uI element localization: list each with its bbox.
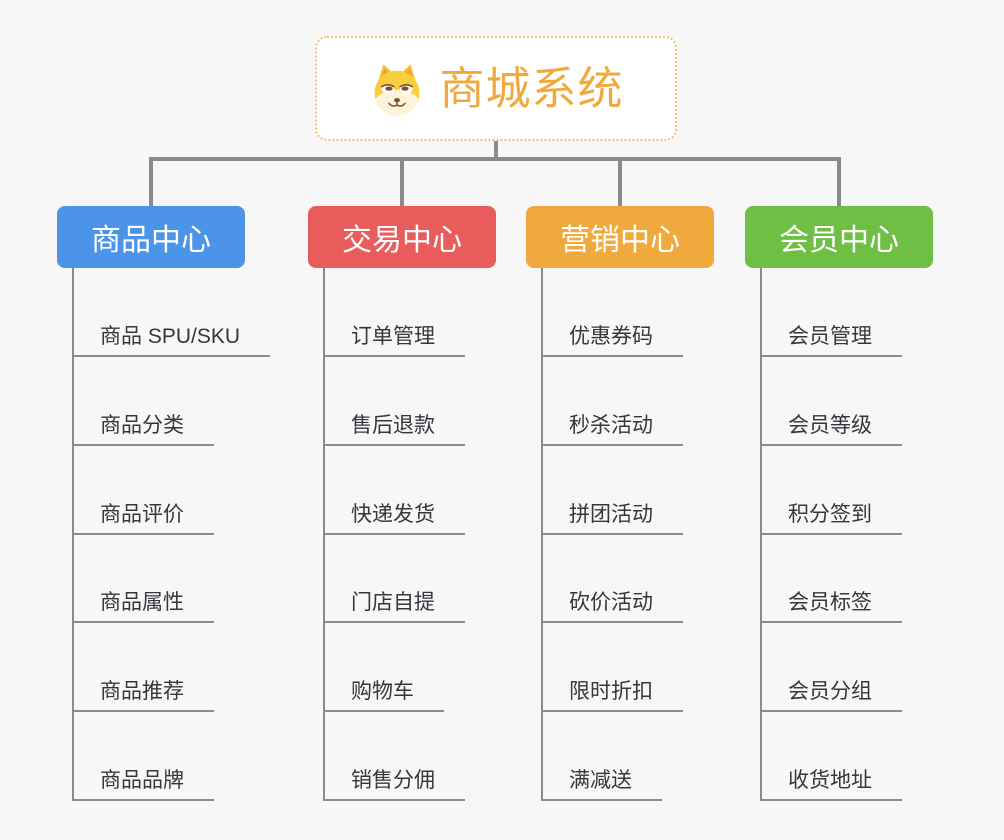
leaf-topic[interactable]: 售后退款 [323, 415, 465, 446]
leaf-topic[interactable]: 满减送 [541, 770, 662, 801]
branch-marketing-center: 营销中心 优惠券码 秒杀活动 拼团活动 砍价活动 限时折扣 满减送 [526, 206, 714, 806]
leaf-topic[interactable]: 门店自提 [323, 592, 465, 623]
branch-topic-trade-center[interactable]: 交易中心 [308, 206, 496, 268]
leaf-topic[interactable]: 会员标签 [760, 592, 902, 623]
leaf-topic[interactable]: 订单管理 [323, 326, 465, 357]
leaf-topic[interactable]: 购物车 [323, 681, 444, 712]
leaf-topic[interactable]: 限时折扣 [541, 681, 683, 712]
leaf-topic[interactable]: 商品属性 [72, 592, 214, 623]
connector-drop-marketing [618, 158, 622, 207]
leaf-topic[interactable]: 商品推荐 [72, 681, 214, 712]
connector-rail [149, 157, 841, 161]
branch-member-center: 会员中心 会员管理 会员等级 积分签到 会员标签 会员分组 收货地址 [745, 206, 933, 806]
leaf-topic[interactable]: 拼团活动 [541, 504, 683, 535]
leaf-topic[interactable]: 商品 SPU/SKU [72, 326, 271, 357]
doge-icon [375, 63, 420, 115]
leaf-topic[interactable]: 会员等级 [760, 415, 902, 446]
leaf-topic[interactable]: 秒杀活动 [541, 415, 683, 446]
leaf-topic[interactable]: 会员分组 [760, 681, 902, 712]
connector-drop-member [837, 158, 841, 207]
leaf-topic[interactable]: 商品分类 [72, 415, 214, 446]
branch-trade-center: 交易中心 订单管理 售后退款 快递发货 门店自提 购物车 销售分佣 [308, 206, 496, 806]
connector-root-drop [494, 141, 498, 158]
branch-topic-marketing-center[interactable]: 营销中心 [526, 206, 714, 268]
branch-product-center: 商品中心 商品 SPU/SKU 商品分类 商品评价 商品属性 商品推荐 商品品牌 [57, 206, 271, 806]
connector-drop-trade [400, 158, 404, 207]
branch-topic-product-center[interactable]: 商品中心 [57, 206, 245, 268]
root-topic[interactable]: 商城系统 [315, 36, 677, 141]
leaf-topic[interactable]: 快递发货 [323, 504, 465, 535]
leaf-topic[interactable]: 砍价活动 [541, 592, 683, 623]
connector-drop-product [149, 158, 153, 207]
leaf-topic[interactable]: 商品评价 [72, 504, 214, 535]
leaf-topic[interactable]: 商品品牌 [72, 770, 214, 801]
leaf-topic[interactable]: 收货地址 [760, 770, 902, 801]
root-topic-label: 商城系统 [439, 63, 624, 114]
leaf-topic[interactable]: 积分签到 [760, 504, 902, 535]
leaf-topic[interactable]: 销售分佣 [323, 770, 465, 801]
branch-topic-member-center[interactable]: 会员中心 [745, 206, 933, 268]
leaf-topic[interactable]: 优惠券码 [541, 326, 683, 357]
leaf-topic[interactable]: 会员管理 [760, 326, 902, 357]
